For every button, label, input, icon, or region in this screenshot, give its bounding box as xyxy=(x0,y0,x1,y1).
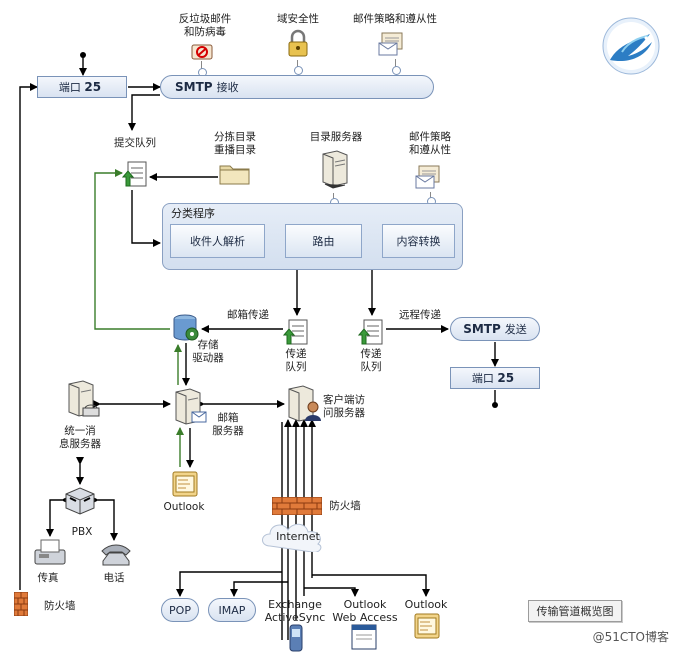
delivery-queue-label-1: 传递队列 xyxy=(285,348,307,373)
phone-icon xyxy=(99,541,133,572)
store-driver-label: 存储驱动器 xyxy=(192,339,224,364)
pop-client: POP xyxy=(161,598,199,622)
cloud-icon xyxy=(256,518,340,555)
port25-bottom-box: 端口 25 xyxy=(450,367,540,389)
recipient-resolution-step: 收件人解析 xyxy=(170,224,265,258)
remote-delivery-label: 远程传递 xyxy=(399,309,441,321)
cas-label: 客户端访问服务器 xyxy=(323,394,365,419)
um-server-icon xyxy=(65,380,101,425)
delivery-queue-icon-1 xyxy=(282,318,309,351)
watermark: @51CTO博客 xyxy=(592,630,669,644)
antispam-label: 反垃圾邮件和防病毒 xyxy=(178,13,232,38)
imap-client: IMAP xyxy=(208,598,256,622)
policy-mid-label: 邮件策略和遵从性 xyxy=(409,131,451,156)
scroll-mail-icon xyxy=(376,30,410,61)
lock-icon xyxy=(287,29,309,62)
submission-queue-label: 提交队列 xyxy=(114,137,156,149)
routing-step: 路由 xyxy=(285,224,362,258)
delivery-queue-label-2: 传递队列 xyxy=(360,348,382,373)
server-icon xyxy=(319,150,349,195)
scroll-mail-icon-2 xyxy=(413,163,447,194)
phone-label: 电话 xyxy=(103,572,125,584)
mobile-device-icon xyxy=(289,624,303,655)
port25-bottom-label: 端口 xyxy=(471,372,494,385)
pbx-icon xyxy=(62,486,98,519)
smtp-send-text: 发送 xyxy=(504,323,527,336)
port25-top-number: 25 xyxy=(84,80,102,94)
um-server-label: 统一消息服务器 xyxy=(59,425,101,450)
pickup-dir-label: 分拣目录重播目录 xyxy=(214,131,256,156)
mailbox-server-icon xyxy=(172,388,208,433)
smtp-send-bold: SMTP xyxy=(463,322,501,336)
no-entry-icon xyxy=(191,44,213,63)
smtp-receive-text: 接收 xyxy=(216,81,239,94)
port25-bottom-number: 25 xyxy=(497,371,515,385)
delivery-queue-icon-2 xyxy=(357,318,384,351)
content-conversion-step: 内容转换 xyxy=(382,224,455,258)
firewall-left-icon xyxy=(13,591,29,619)
folder-icon xyxy=(219,160,251,189)
firewall-left-label: 防火墙 xyxy=(44,600,76,612)
categorizer-title: 分类程序 xyxy=(171,207,215,220)
domain-security-label: 域安全性 xyxy=(277,13,319,25)
legend-box: 传输管道概览图 xyxy=(528,600,622,622)
outlook-client-icon xyxy=(414,612,440,643)
firewall-icon xyxy=(271,496,323,518)
policy-top-label: 邮件策略和遵从性 xyxy=(353,13,437,25)
mailbox-delivery-label: 邮箱传递 xyxy=(227,309,269,321)
outlook-mid-label: Outlook xyxy=(163,501,205,513)
fax-icon xyxy=(33,538,67,571)
mailbox-server-label: 邮箱服务器 xyxy=(212,412,244,437)
outlook-icon xyxy=(172,470,198,501)
outlook-client-label: Outlook xyxy=(404,598,448,611)
pbx-label: PBX xyxy=(71,526,93,538)
fax-label: 传真 xyxy=(37,572,59,584)
browser-window-icon xyxy=(351,624,377,653)
queue-icon xyxy=(121,160,148,193)
database-icon xyxy=(170,312,200,347)
firewall-mid-label: 防火墙 xyxy=(329,500,361,512)
cas-server-icon xyxy=(285,385,325,428)
port25-top-label: 端口 xyxy=(58,81,81,94)
directory-server-label: 目录服务器 xyxy=(309,131,363,143)
exchange-logo-icon xyxy=(600,16,662,79)
port25-top-box: 端口 25 xyxy=(37,76,127,98)
smtp-receive-bold: SMTP xyxy=(175,80,213,94)
internet-label: Internet xyxy=(276,530,320,543)
